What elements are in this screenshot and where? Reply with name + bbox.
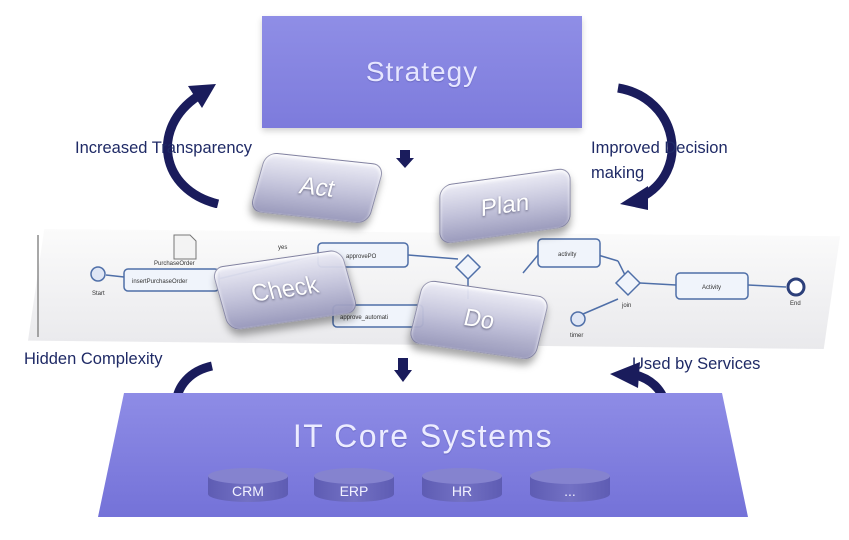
purchase-order-text: PurchaseOrder <box>154 261 195 267</box>
improved-decision-label: Improved Decision <box>591 139 728 157</box>
down-arrow-icon <box>396 150 414 168</box>
timer-event <box>570 311 586 327</box>
it-core-systems-title: IT Core Systems <box>292 418 554 454</box>
start-text: Start <box>92 291 105 297</box>
yes-text: yes <box>278 245 287 251</box>
process-flow: Start PurchaseOrder insertPurchaseOrder … <box>37 234 806 339</box>
pdca-do-label: Do <box>460 304 498 336</box>
down-arrow-icon <box>394 358 412 382</box>
strategy-label: Strategy <box>365 56 479 87</box>
curved-arrow-down-right-icon <box>617 83 677 210</box>
system-hr: HR <box>422 468 502 502</box>
start-event <box>90 266 106 282</box>
system-hr-label: HR <box>451 483 473 499</box>
gateway-diamond <box>454 253 482 281</box>
end-text: End <box>790 301 801 307</box>
strategy-box: Strategy <box>262 16 582 128</box>
system-erp: ERP <box>314 468 394 502</box>
curved-arrow-up-left-icon <box>162 84 220 208</box>
document-icon <box>173 234 197 260</box>
improved-decision-label-line2: making <box>591 164 645 182</box>
task-activity-2 <box>675 272 749 300</box>
system-more-label: ... <box>564 483 576 499</box>
insert-po-text: insertPurchaseOrder <box>132 279 187 285</box>
pdca-plan-label: Plan <box>480 188 530 223</box>
activity1-text: activity <box>558 252 576 258</box>
increased-transparency-label: Increased Transparency <box>75 139 253 157</box>
system-more: ... <box>530 468 610 502</box>
pdca-check-label: Check <box>248 271 322 308</box>
gateway-join <box>614 269 642 297</box>
approve-automatic-text: approve_automati <box>340 315 388 321</box>
system-crm-label: CRM <box>232 483 264 499</box>
pdca-act-key: Act <box>249 151 385 225</box>
task-activity-1 <box>537 238 601 268</box>
system-crm: CRM <box>208 468 288 502</box>
hidden-complexity-label: Hidden Complexity <box>24 350 163 368</box>
pdca-act-label: Act <box>296 172 338 203</box>
system-erp-label: ERP <box>339 483 369 499</box>
timer-text: timer <box>570 333 583 339</box>
activity2-text: Activity <box>702 285 721 291</box>
approve-po-text: approvePO <box>346 254 377 260</box>
end-event <box>786 277 806 297</box>
used-by-services-label: Used by Services <box>632 355 761 373</box>
join-text: join <box>621 303 631 309</box>
